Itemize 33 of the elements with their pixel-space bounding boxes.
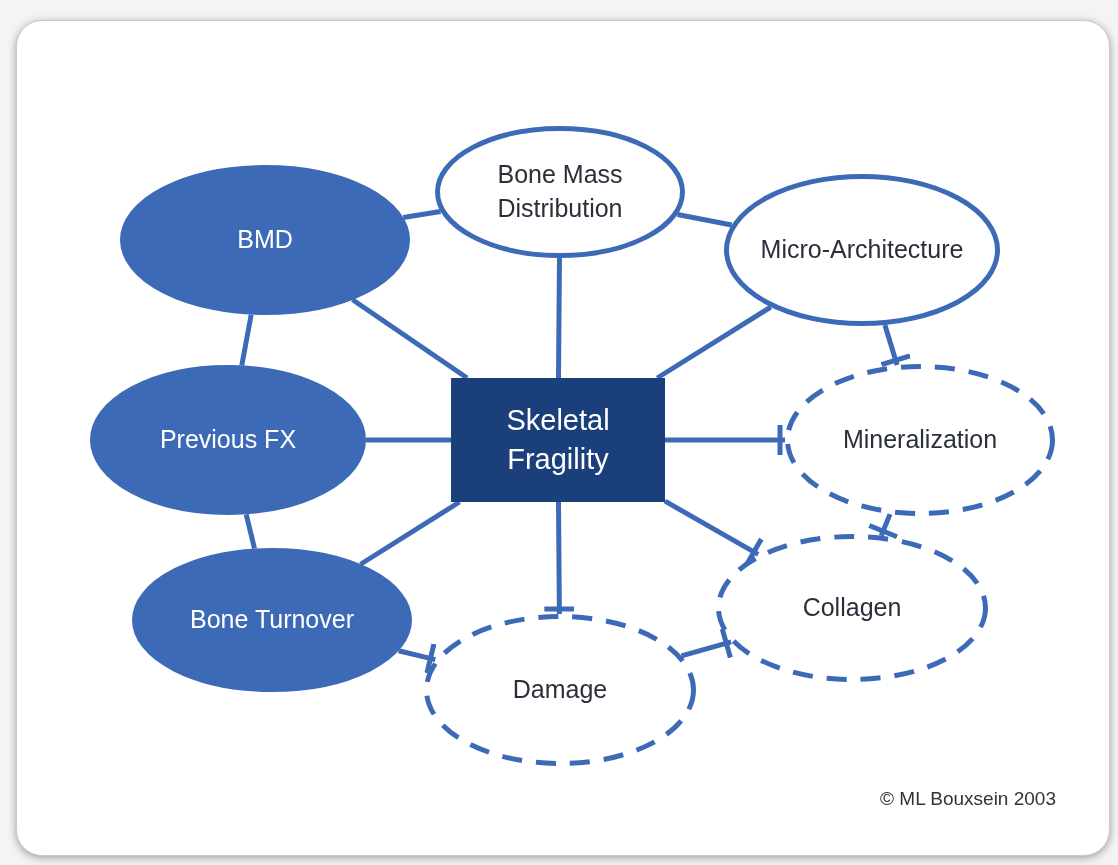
connector-line [243,513,257,550]
node-label: Bone Turnover [189,604,355,636]
connector-line [351,297,469,381]
filled-ellipse [132,548,412,692]
connector-line [239,314,254,366]
node-label: Damage [511,674,609,706]
node-label: Bone Mass Distribution [496,159,624,224]
node-label: Collagen [801,592,903,624]
connector-line [677,212,733,228]
node-label: BMD [236,224,294,256]
connector-line [665,425,785,455]
connector-line [366,437,451,443]
outline-ellipse [435,126,685,258]
connector-line [402,208,441,220]
node-label: Previous FX [158,424,298,456]
dashed-ellipse [424,614,696,766]
outline-ellipse [724,174,1000,326]
dashed-ellipse [716,534,988,682]
filled-ellipse [90,365,366,515]
connector-line [868,513,898,540]
connector-line [544,502,575,614]
connector-line [398,643,437,674]
central-box [451,378,665,502]
connector-line [680,628,733,659]
node-label: Mineralization [841,424,999,456]
node-label: Skeletal Fragility [505,402,611,477]
connector-line [655,304,773,381]
dashed-ellipse [785,364,1055,516]
connector-line [556,257,562,378]
connector-line [880,324,911,368]
copyright-note: © ML Bouxsein 2003 [880,788,1056,810]
node-label: Micro-Architecture [759,234,965,266]
filled-ellipse [120,165,410,315]
